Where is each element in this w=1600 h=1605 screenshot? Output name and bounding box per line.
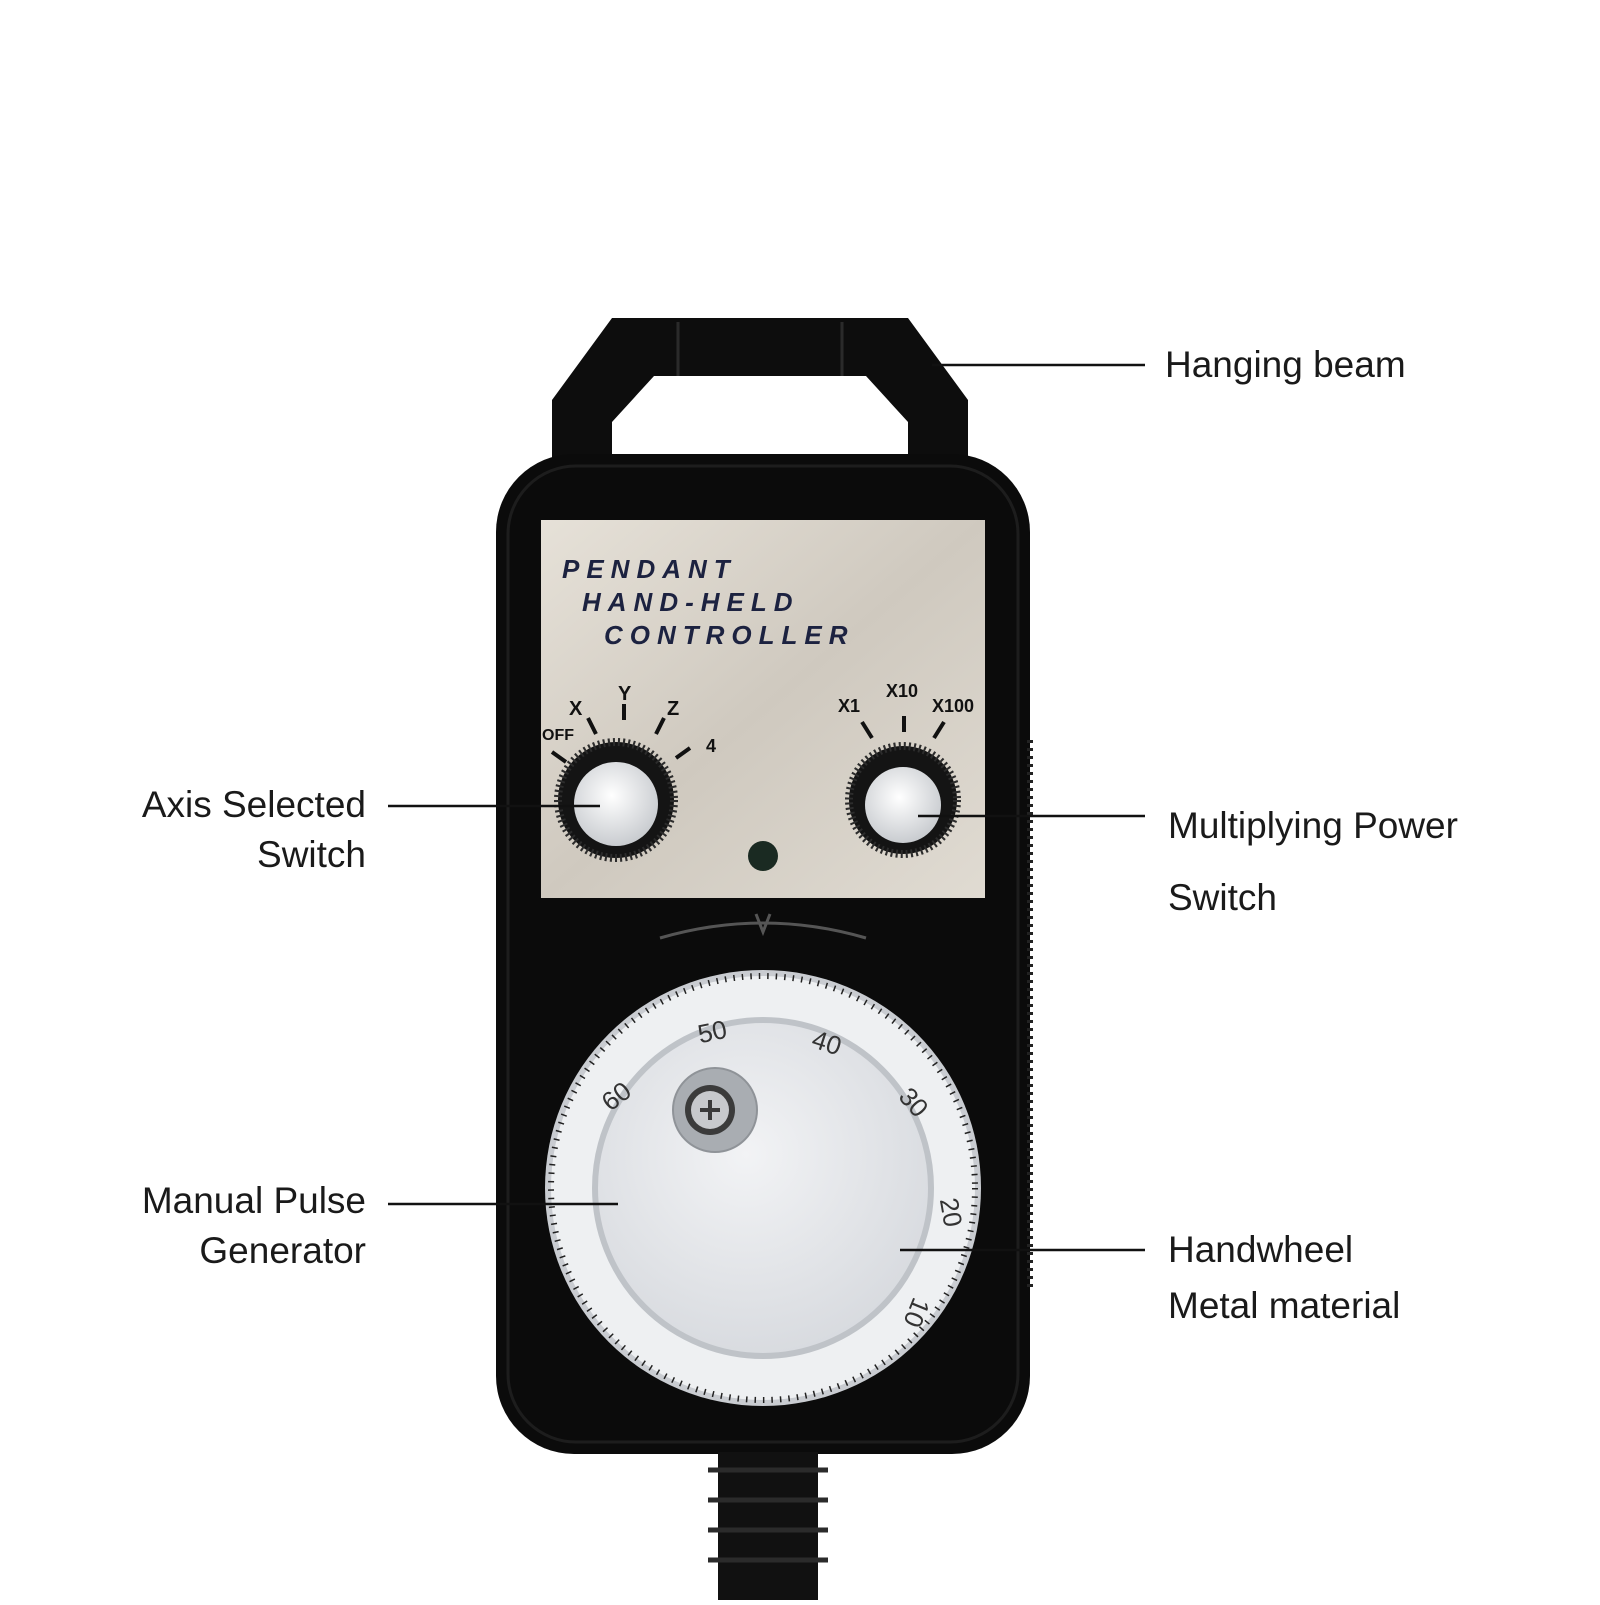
hanging-beam: [552, 318, 968, 462]
callout-hw-line-2: Metal material: [1168, 1284, 1401, 1326]
callout-axis-switch: Axis Selected Switch: [80, 780, 366, 880]
axis-label-z: Z: [667, 698, 679, 720]
callout-mult-line-2: Switch: [1168, 877, 1277, 919]
plate-line-1: PENDANT: [562, 554, 737, 584]
indicator-led: [748, 841, 778, 871]
callout-mult-line-1: Multiplying Power: [1168, 805, 1458, 846]
mult-label-x100: X100: [932, 696, 974, 716]
callout-hanging-beam-text: Hanging beam: [1165, 344, 1406, 385]
dial-number-20: 20: [934, 1195, 969, 1229]
callout-mpg-line-2: Generator: [199, 1229, 366, 1271]
rotation-indicator-arc: [659, 913, 867, 940]
callout-hanging-beam: Hanging beam: [1165, 340, 1406, 390]
axis-label-off: OFF: [542, 727, 574, 744]
plate-line-2: HAND-HELD: [582, 587, 800, 617]
axis-label-x: X: [569, 698, 583, 720]
cable-strain-relief: [708, 1452, 828, 1600]
callout-multiplier-switch: Multiplying Power Switch: [1168, 790, 1458, 934]
mult-label-x10: X10: [886, 681, 918, 701]
axis-selector-knob[interactable]: [554, 738, 678, 862]
callout-mpg-line-1: Manual Pulse: [141, 1180, 366, 1221]
handwheel[interactable]: [545, 970, 981, 1406]
callout-axis-line-2: Switch: [257, 833, 366, 875]
leader-lines: [388, 363, 1145, 1252]
callout-mpg: Manual Pulse Generator: [80, 1176, 366, 1276]
callout-handwheel: Handwheel Metal material: [1168, 1222, 1400, 1333]
multiplier-selector-knob[interactable]: [845, 742, 961, 858]
mult-label-x1: X1: [838, 696, 860, 716]
axis-label-4: 4: [706, 736, 716, 756]
axis-label-y: Y: [618, 683, 632, 705]
plate-line-3: CONTROLLER: [604, 620, 855, 650]
dial-number-50: 50: [695, 1014, 730, 1049]
screw-icon: [700, 1100, 720, 1120]
callout-hw-line-1: Handwheel: [1168, 1229, 1354, 1270]
callout-axis-line-1: Axis Selected: [141, 784, 366, 825]
